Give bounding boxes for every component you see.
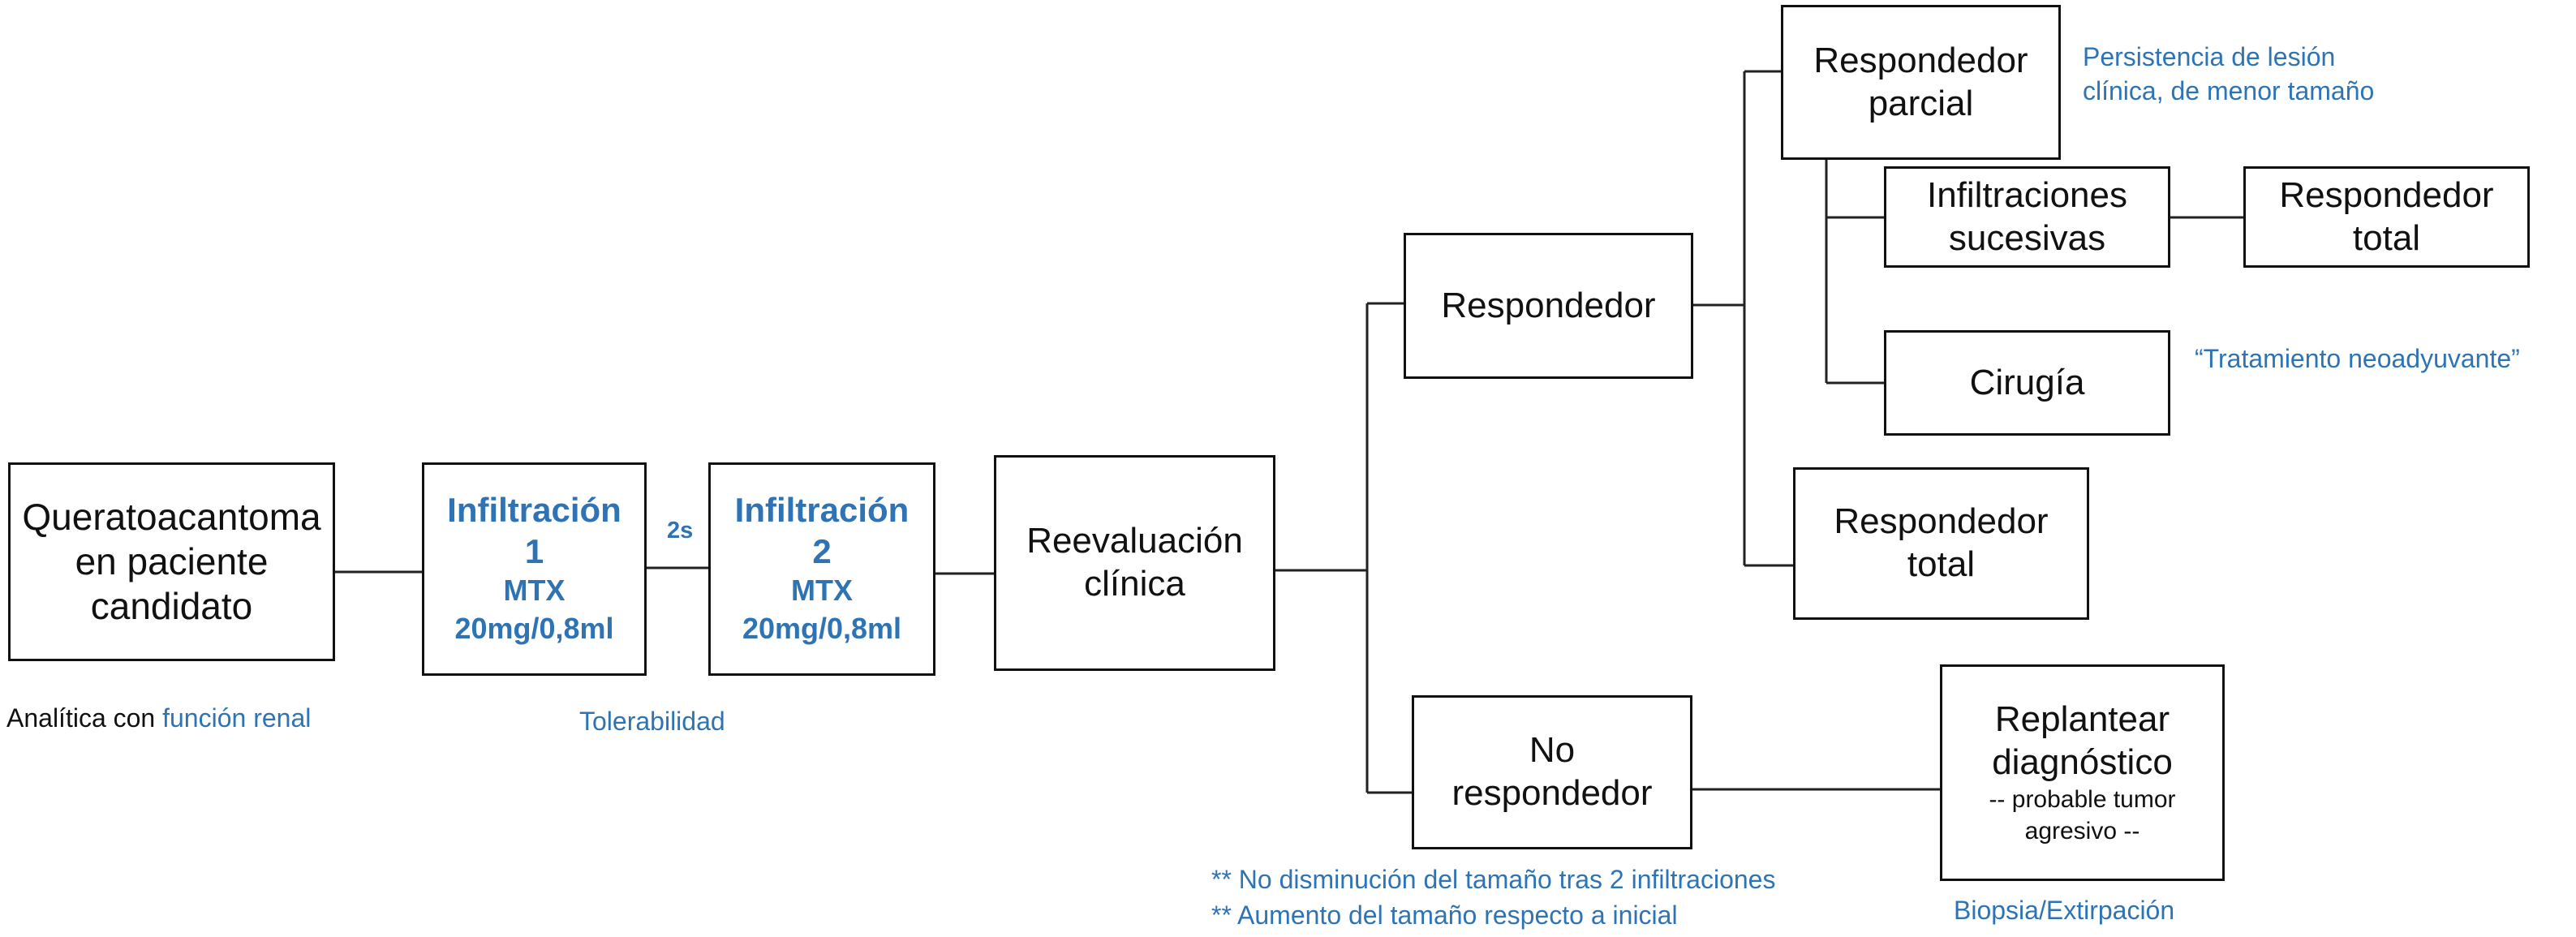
nonresponder-note-2: ** Aumento del tamaño respecto a inicial (1211, 900, 1678, 930)
partial-note-line2: clínica, de menor tamaño (2083, 75, 2375, 105)
node-nonresponder-line2: respondedor (1451, 773, 1653, 813)
node-successive-line2: sucesivas (1948, 217, 2106, 258)
node-total-responder-after: Respondedor total (2243, 166, 2530, 268)
node-rethink-diagnosis: Replantear diagnóstico -- probable tumor… (1940, 664, 2225, 881)
infiltration-1-dose: 20mg/0,8ml (454, 611, 614, 645)
interval-label: 2s (667, 518, 694, 544)
node-infiltration-1: Infiltración 1 MTX 20mg/0,8ml (422, 462, 647, 676)
infiltration-1-drug: MTX (503, 574, 566, 608)
node-rethink-line4: agresivo -- (2024, 818, 2140, 845)
node-rethink-line3: -- probable tumor (1989, 786, 2176, 814)
node-total-after-line1: Respondedor (2279, 174, 2494, 215)
analytics-note-highlight: función renal (162, 703, 312, 733)
node-start-line3: candidato (90, 585, 253, 628)
node-responder: Respondedor (1404, 233, 1693, 379)
node-total-line1: Respondedor (1834, 501, 2049, 542)
node-reevaluation: Reevaluación clínica (994, 455, 1275, 671)
analytics-note-prefix: Analítica con (6, 703, 156, 733)
partial-note: Persistencia de lesión clínica, de menor… (2083, 41, 2374, 108)
tolerability-note: Tolerabilidad (579, 707, 725, 736)
nonresponder-note-1: ** No disminución del tamaño tras 2 infi… (1211, 865, 1776, 894)
node-total-after-line2: total (2352, 217, 2421, 258)
infiltration-2-dose: 20mg/0,8ml (742, 611, 902, 645)
node-rethink-line2: diagnóstico (1992, 741, 2173, 782)
infiltration-2-title: Infiltración (734, 491, 910, 530)
node-partial-responder: Respondedor parcial (1781, 5, 2061, 160)
node-total-responder: Respondedor total (1793, 467, 2089, 620)
analytics-note: Analítica con función renal (6, 702, 311, 736)
node-surgery: Cirugía (1884, 330, 2170, 436)
infiltration-1-title: Infiltración (447, 491, 621, 530)
node-reevaluation-line2: clínica (1084, 564, 1185, 604)
infiltration-2-number: 2 (812, 531, 832, 570)
node-responder-label: Respondedor (1441, 285, 1656, 325)
node-nonresponder-line1: No (1529, 730, 1576, 771)
node-start-line2: en paciente (75, 539, 269, 582)
surgery-note: “Tratamiento neoadyuvante” (2195, 344, 2520, 373)
node-total-line2: total (1907, 544, 1976, 584)
node-non-responder: No respondedor (1412, 695, 1692, 849)
node-partial-line2: parcial (1868, 83, 1974, 123)
node-start: Queratoacantoma en paciente candidato (8, 462, 335, 661)
node-reevaluation-line1: Reevaluación (1026, 521, 1243, 561)
node-successive-line1: Infiltraciones (1926, 174, 2127, 215)
node-partial-line1: Respondedor (1813, 40, 2028, 80)
infiltration-1-number: 1 (524, 531, 544, 570)
node-successive-infiltrations: Infiltraciones sucesivas (1884, 166, 2170, 268)
biopsy-note: Biopsia/Extirpación (1954, 896, 2175, 925)
infiltration-2-drug: MTX (791, 574, 853, 608)
node-surgery-label: Cirugía (1969, 362, 2085, 402)
node-start-line1: Queratoacantoma (22, 495, 321, 538)
node-rethink-line1: Replantear (1994, 698, 2170, 739)
node-infiltration-2: Infiltración 2 MTX 20mg/0,8ml (708, 462, 935, 676)
partial-note-line1: Persistencia de lesión (2083, 42, 2336, 71)
